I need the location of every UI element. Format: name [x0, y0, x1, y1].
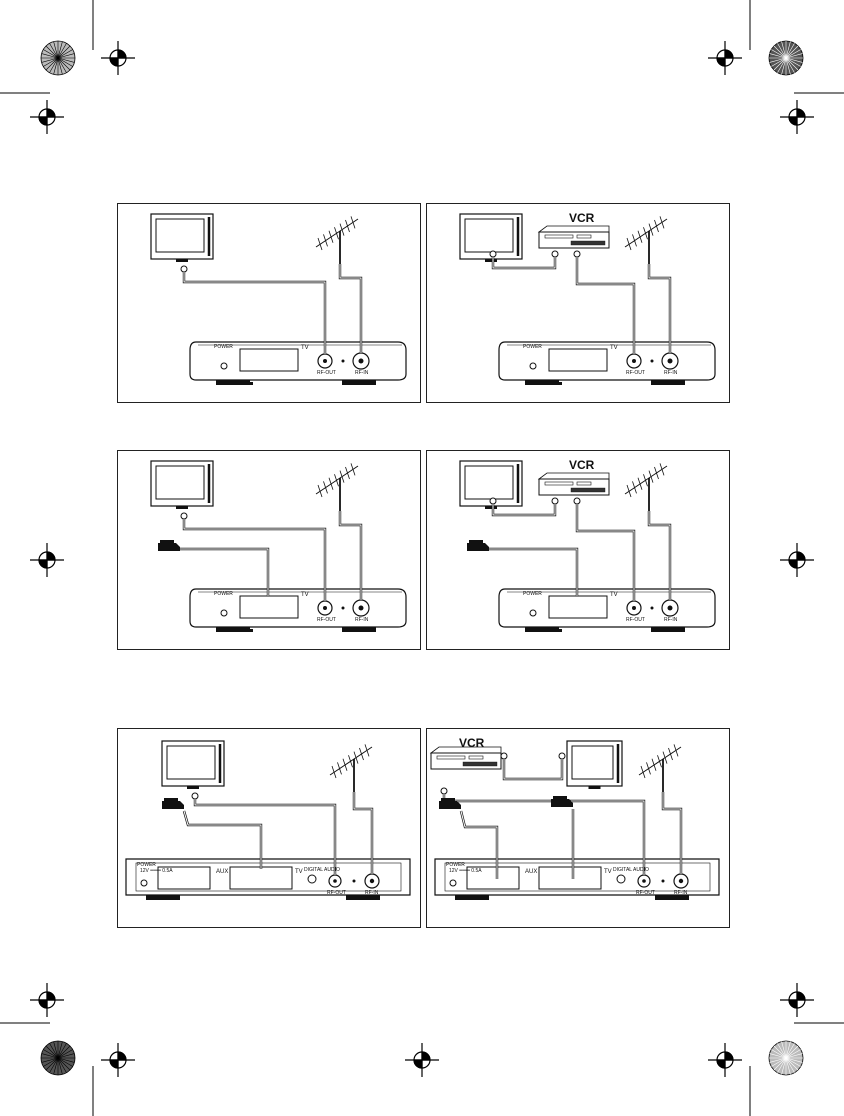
diagram-drawing [125, 740, 411, 900]
diagram-panel-tv-vcr-scart: POWER TV RF-OUT RF-IN VCR [426, 450, 730, 650]
diagram-panel-tv-vcr: POWER TV RF-OUT RF-IN VCR [426, 203, 730, 403]
diagram-panel-tv-only: POWER TV RF-OUT RF-IN [117, 203, 421, 403]
tv-label: TV [301, 345, 309, 351]
rf-out-label: RF-OUT [626, 370, 645, 376]
aux-label: AUX [525, 869, 538, 875]
receiver-box-wide [434, 858, 720, 900]
rf-in-label: RF-IN [674, 890, 688, 896]
vcr-icon [537, 225, 610, 249]
vcr-label: VCR [569, 458, 595, 472]
receiver-box [189, 341, 407, 385]
vcr-icon [537, 472, 610, 496]
vcr-label: VCR [459, 736, 485, 750]
diagram-drawing [459, 460, 716, 632]
rf-out-label: RF-OUT [317, 370, 336, 376]
diagram-drawing [429, 740, 720, 900]
tv-label: TV [301, 592, 309, 598]
rf-out-label: RF-OUT [327, 890, 346, 896]
diagram-drawing [150, 213, 407, 385]
tv-icon [161, 740, 225, 789]
vcr-icon [429, 746, 502, 770]
rf-in-label: RF-IN [355, 370, 369, 376]
target-marks [30, 41, 814, 1077]
scart-plug-icon [467, 540, 489, 551]
receiver-box-wide [125, 858, 411, 900]
antenna-icon [638, 744, 682, 792]
receiver-box [498, 341, 716, 385]
scart-plug-icon [162, 798, 184, 809]
antenna-icon [315, 216, 359, 264]
power-rating-label: 12V ═══ 0.5A [140, 868, 173, 874]
antenna-icon [315, 463, 359, 511]
power-label: POWER [523, 591, 542, 597]
tv-icon [459, 213, 523, 262]
antenna-icon [624, 463, 668, 511]
tv-icon [150, 213, 214, 262]
digital-audio-label: DIGITAL AUDIO [304, 867, 340, 873]
scart-plug-icon [439, 798, 461, 809]
tv-label: TV [295, 869, 303, 875]
rf-in-label: RF-IN [664, 370, 678, 376]
tv-icon [566, 740, 623, 789]
digital-audio-label: DIGITAL AUDIO [613, 867, 649, 873]
antenna-icon [329, 744, 373, 792]
receiver-box [498, 588, 716, 632]
vcr-label: VCR [569, 211, 595, 225]
diagram-drawing [150, 460, 407, 632]
power-label: POWER [446, 862, 465, 868]
rf-in-label: RF-IN [664, 617, 678, 623]
power-label: POWER [523, 344, 542, 350]
rf-in-label: RF-IN [355, 617, 369, 623]
power-label: POWER [214, 344, 233, 350]
tv-label: TV [610, 592, 618, 598]
tv-icon [150, 460, 214, 509]
rf-in-label: RF-IN [365, 890, 379, 896]
power-label: POWER [214, 591, 233, 597]
diagram-drawing [459, 213, 716, 385]
tv-label: TV [610, 345, 618, 351]
diagram-panel-tv-scart: POWER TV RF-OUT RF-IN [117, 450, 421, 650]
receiver-box [189, 588, 407, 632]
rf-out-label: RF-OUT [626, 617, 645, 623]
antenna-icon [624, 216, 668, 264]
tv-label: TV [604, 869, 612, 875]
rf-out-label: RF-OUT [317, 617, 336, 623]
power-rating-label: 12V ═══ 0.5A [449, 868, 482, 874]
aux-label: AUX [216, 869, 229, 875]
scart-plug-icon [551, 796, 573, 807]
scart-plug-icon [158, 540, 180, 551]
rf-out-label: RF-OUT [636, 890, 655, 896]
power-label: POWER [137, 862, 156, 868]
